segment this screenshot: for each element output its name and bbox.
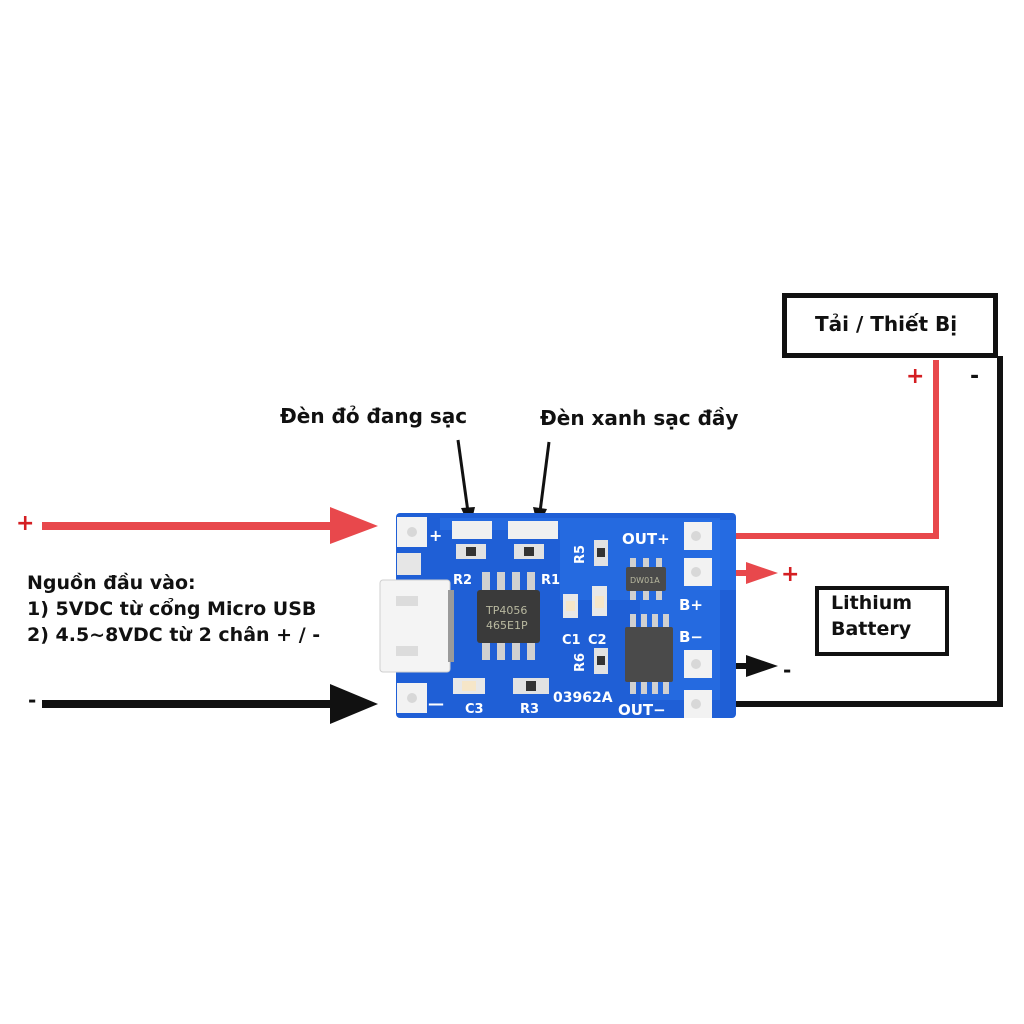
tp4056-charger-board: TP4056 465E1P DW01A [379, 513, 736, 719]
load-minus-label: - [970, 364, 980, 389]
red-led-label: Đèn đỏ đang sạc [280, 404, 468, 428]
svg-text:—: — [428, 694, 444, 713]
b-plus-arrow [696, 562, 778, 584]
battery-label-line1: Lithium [831, 592, 913, 614]
green-led-pointer-arrow [533, 441, 551, 528]
svg-text:R5: R5 [573, 545, 588, 564]
pad-out-plus [684, 522, 712, 550]
input-plus-arrow [42, 507, 378, 544]
svg-text:R1: R1 [541, 573, 560, 588]
out-plus-wire [700, 360, 939, 539]
pad-in-plus [397, 517, 427, 547]
input-line-usb: 1) 5VDC từ cổng Micro USB [27, 598, 317, 620]
load-box-label: Tải / Thiết Bị [815, 312, 958, 336]
green-led [508, 521, 558, 539]
load-plus-label: + [906, 364, 925, 389]
svg-text:+: + [429, 526, 442, 545]
svg-text:C3: C3 [465, 702, 484, 717]
input-line-pins: 2) 4.5~8VDC từ 2 chân + / - [27, 624, 321, 646]
input-minus-label: - [28, 688, 37, 712]
input-plus-label: + [16, 511, 35, 536]
mosfet-chip [625, 614, 673, 694]
load-box [782, 293, 998, 358]
svg-text:03962A: 03962A [553, 690, 613, 706]
green-led-label: Đèn xanh sạc đầy [540, 406, 739, 430]
svg-text:R6: R6 [573, 653, 588, 672]
micro-usb-port [379, 579, 454, 673]
svg-text:OUT+: OUT+ [622, 530, 670, 548]
b-minus-arrow [696, 655, 778, 677]
pad-b-minus [684, 650, 712, 678]
tp4056-chip: TP4056 465E1P [477, 572, 540, 660]
red-led-pointer-arrow [456, 439, 475, 528]
svg-text:R2: R2 [453, 573, 472, 588]
svg-text:DW01A: DW01A [630, 576, 660, 585]
svg-text:OUT−: OUT− [618, 701, 666, 719]
svg-text:B+: B+ [679, 596, 703, 614]
svg-text:R3: R3 [520, 702, 539, 717]
svg-text:TP4056: TP4056 [485, 604, 527, 617]
input-title: Nguồn đầu vào: [27, 572, 196, 594]
svg-text:B−: B− [679, 628, 703, 646]
battery-plus-label: + [781, 562, 800, 587]
svg-text:C2: C2 [588, 633, 607, 648]
dw01a-chip: DW01A [626, 558, 666, 600]
battery-label-line2: Battery [831, 618, 912, 640]
battery-minus-label: - [783, 658, 792, 682]
svg-text:465E1P: 465E1P [486, 619, 528, 632]
input-minus-arrow [42, 684, 378, 724]
pad-in-minus [397, 683, 427, 713]
svg-text:C1: C1 [562, 633, 581, 648]
red-led [452, 521, 492, 539]
pad-b-plus [684, 558, 712, 586]
pad-out-minus [684, 690, 712, 718]
